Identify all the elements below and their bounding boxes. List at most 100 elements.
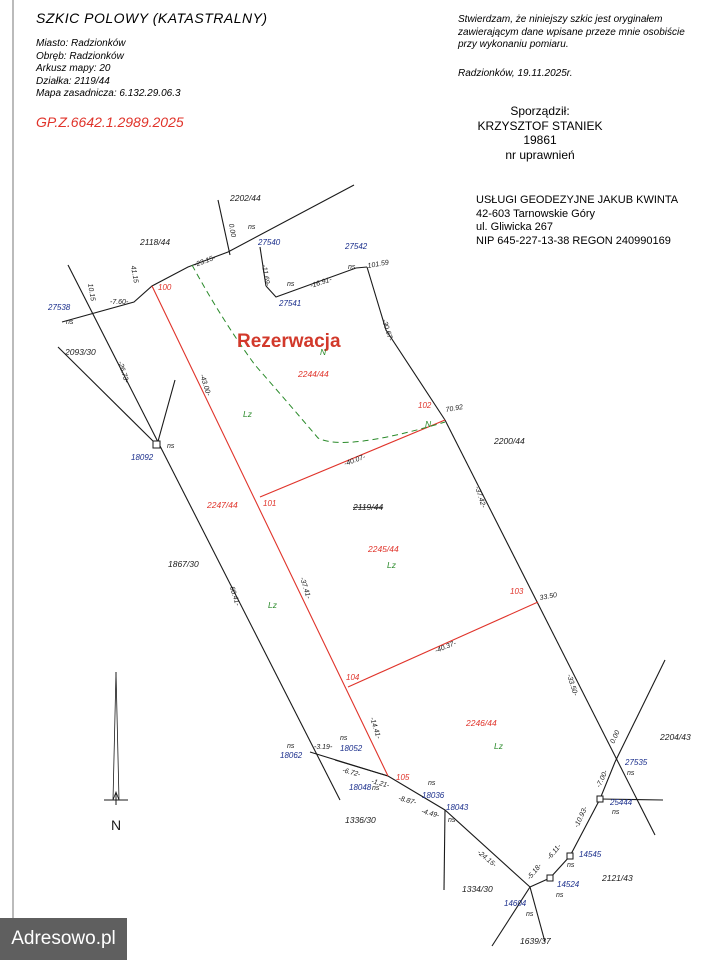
location-city: Miasto: Radzionków: [36, 38, 126, 49]
point-label: 100: [158, 283, 172, 292]
land-use-label: N: [320, 347, 327, 357]
signature-block: Sporządził: KRZYSZTOF STANIEK 19861 nr u…: [470, 104, 610, 162]
new-parcel-number: 2244/44: [297, 369, 329, 379]
company-address: 42-603 Tarnowskie Góry: [476, 207, 596, 220]
land-use-labels: N N Lz Lz Lz Lz: [243, 347, 504, 751]
dimension-label: -8.87-: [397, 795, 417, 807]
dimension-label: -60.41-: [227, 583, 241, 607]
ns-label: ns: [287, 281, 295, 288]
dimension-label: 41.15: [129, 265, 139, 284]
new-point-numbers: 100 101 102 103 104 105: [158, 283, 524, 782]
point-label: 27541: [278, 299, 301, 308]
dimension-label: -40.37-: [434, 640, 458, 655]
reservation-label: Rezerwacja: [237, 331, 341, 352]
company-tax-ids: NIP 645-227-13-38 REGON 240990169: [476, 234, 671, 247]
marker-14545: [566, 852, 574, 860]
west-boundary-line: [67, 264, 341, 801]
division-line: [347, 601, 539, 688]
marker-25444: [596, 795, 604, 803]
land-use-label: Lz: [268, 600, 278, 610]
location-base-map: Mapa zasadnicza: 6.132.29.06.3: [36, 88, 181, 99]
ns-label: ns: [448, 817, 456, 824]
boundary-line: [366, 266, 446, 421]
parcel-number: 2202/44: [229, 193, 261, 203]
ns-label: ns: [340, 735, 348, 742]
parcel-number: 2204/43: [659, 732, 691, 742]
division-line: [151, 285, 389, 777]
dimension-label: -6.11-: [546, 843, 563, 862]
dimension-label: 0.00: [609, 729, 621, 744]
dimension-label: -4.49-: [420, 808, 440, 820]
north-boundary-line: [61, 184, 355, 323]
dimension-label: -3.19-: [314, 744, 333, 751]
north-arrow-icon: N: [104, 671, 128, 833]
boundary-line: [614, 659, 666, 763]
ns-label: ns: [167, 443, 175, 450]
point-label: 101: [263, 499, 276, 508]
ns-labels: ns ns ns ns ns ns ns ns ns ns ns ns ns n…: [66, 224, 635, 918]
dimension-label: -5.18-: [526, 862, 544, 881]
dimension-label: -11.69-: [260, 264, 271, 287]
east-boundary-line: [444, 419, 656, 836]
ns-label: ns: [627, 770, 635, 777]
boundary-line: [491, 886, 531, 947]
point-numbers: 27540 27542 27541 27538 18092 18062 1805…: [47, 238, 648, 908]
dimension-label: -14.41-: [368, 716, 382, 740]
parcel-number: 1336/30: [345, 815, 376, 825]
parcel-number: 1334/30: [462, 884, 493, 894]
new-parcel-number: 2245/44: [367, 544, 399, 554]
location-parcel: Działka: 2119/44: [36, 75, 110, 87]
land-use-label: Lz: [243, 409, 253, 419]
point-label: 27540: [257, 238, 281, 247]
parcel-numbers: 2202/44 2118/44 2093/30 1867/30 2200/44 …: [64, 193, 691, 946]
dimension-label: -33.50-: [565, 673, 579, 697]
boundary-line: [443, 809, 446, 891]
dimension-label: 0.00: [227, 223, 236, 238]
dimension-label: -23.15-: [193, 254, 217, 268]
dimension-label: 10.15: [86, 283, 96, 302]
ns-label: ns: [66, 319, 74, 326]
point-label: 18062: [280, 751, 303, 760]
point-label: 14524: [557, 880, 580, 889]
dimension-label: -24.15-: [476, 849, 498, 869]
parcel-number: 1639/37: [520, 936, 551, 946]
ns-label: ns: [348, 264, 356, 271]
survey-markers: [152, 440, 604, 882]
land-use-label: Lz: [387, 560, 397, 570]
point-label: 18092: [131, 453, 154, 462]
certification-text: Stwierdzam, że niniejszy szkic jest oryg…: [458, 14, 685, 52]
point-label: 18048: [349, 783, 372, 792]
certification-line: zawierającym dane wpisane przeze mnie os…: [458, 26, 685, 38]
parcel-number: 2118/44: [139, 237, 170, 247]
reference-number: GP.Z.6642.1.2989.2025: [36, 114, 184, 130]
dimension-label: -6.72-: [341, 767, 361, 779]
signature-label: Sporządził:: [510, 104, 570, 118]
parcel-number: 2200/44: [493, 436, 525, 446]
ns-label: ns: [612, 809, 620, 816]
dimension-label: -30.67-: [380, 318, 394, 342]
dimension-label: -37.41-: [298, 576, 312, 600]
license-number: 19861: [523, 133, 557, 147]
ns-label: ns: [556, 892, 564, 899]
dimension-label: 70.92: [445, 404, 464, 414]
dimension-label: -26.73-: [116, 360, 130, 384]
certification-line: przy wykonaniu pomiaru.: [458, 39, 569, 50]
parcel-number: 2121/43: [601, 873, 633, 883]
dimension-label: 33.50: [539, 592, 558, 602]
boundary-line: [599, 798, 664, 801]
ns-label: ns: [248, 224, 256, 231]
location-precinct: Obręb: Radzionków: [36, 50, 124, 62]
dimension-label: 101.59: [367, 259, 389, 270]
new-parcel-number: 2247/44: [206, 500, 238, 510]
parcel-number: 2093/30: [64, 347, 96, 357]
marker-14524: [546, 874, 554, 882]
north-arrow-label: N: [111, 817, 121, 833]
point-label: 18043: [446, 803, 469, 812]
marker-18092: [152, 440, 161, 449]
boundary-line: [156, 379, 176, 446]
dimension-label: -7.60-: [110, 299, 129, 306]
watermark-logo: Adresowo.pl: [0, 918, 127, 960]
ns-label: ns: [287, 743, 295, 750]
point-label: 105: [396, 773, 410, 782]
